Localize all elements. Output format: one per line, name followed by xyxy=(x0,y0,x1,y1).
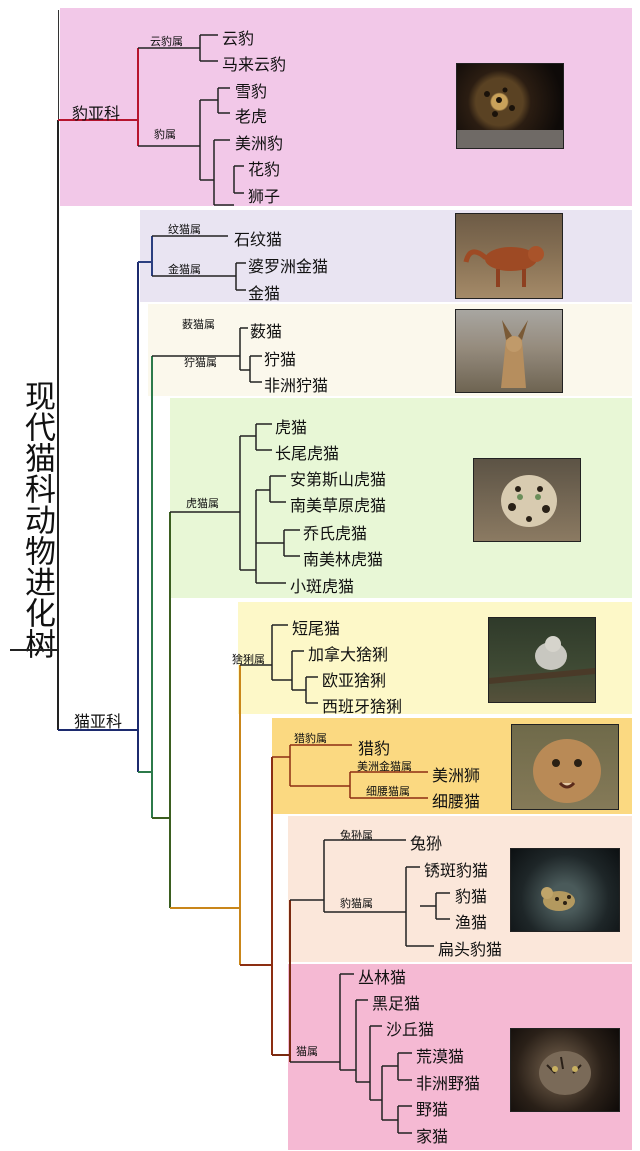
species-label: 虎猫 xyxy=(275,418,308,437)
species-label: 乔氏虎猫 xyxy=(303,524,368,543)
species-label: 非洲狞猫 xyxy=(264,376,329,395)
diagram-title: 现代猫科动物进化树 xyxy=(19,380,55,659)
genus-label: 猞猁属 xyxy=(232,653,265,666)
genus-label: 虎猫属 xyxy=(186,497,219,510)
species-label: 非洲野猫 xyxy=(416,1074,481,1093)
branch-catopuma xyxy=(152,262,246,291)
genus-label: 猫属 xyxy=(296,1045,318,1058)
branch-panthera xyxy=(138,87,244,206)
species-label: 南美林虎猫 xyxy=(303,550,384,569)
species-label: 细腰猫 xyxy=(432,792,481,811)
branch-puma-trunk xyxy=(240,757,273,1055)
species-label: 狞猫 xyxy=(264,350,297,369)
genus-label: 猎豹属 xyxy=(294,732,327,745)
species-label: 家猫 xyxy=(416,1127,449,1146)
species-label: 荒漠猫 xyxy=(416,1047,465,1066)
leopard-photo xyxy=(456,63,564,149)
bay-cat-photo xyxy=(455,213,563,299)
species-label: 美洲豹 xyxy=(235,134,284,153)
species-label: 小斑虎猫 xyxy=(290,577,355,596)
genus-label: 美洲金猫属 xyxy=(357,760,412,773)
species-label: 西班牙猞猁 xyxy=(322,697,403,716)
caracal-photo xyxy=(455,309,563,393)
species-label: 加拿大猞猁 xyxy=(308,645,389,664)
wildcat-photo xyxy=(510,1028,620,1112)
branch-felinae xyxy=(58,262,139,772)
branch-bay-cat-lineage xyxy=(138,236,153,276)
species-label: 猎豹 xyxy=(358,739,391,758)
branch-lynx-trunk xyxy=(170,665,241,965)
species-label: 金猫 xyxy=(248,284,281,303)
ocelot-photo xyxy=(473,458,581,542)
genus-label: 金猫属 xyxy=(168,263,201,276)
species-label: 黑足猫 xyxy=(372,994,421,1013)
species-label: 短尾猫 xyxy=(292,619,341,638)
species-label: 云豹 xyxy=(222,29,255,48)
species-label: 马来云豹 xyxy=(222,55,287,74)
species-label: 沙丘猫 xyxy=(386,1020,435,1039)
genus-label: 豹属 xyxy=(154,128,176,141)
species-label: 丛林猫 xyxy=(358,968,407,987)
branch-puma-lineage xyxy=(272,744,428,799)
genus-label: 豹猫属 xyxy=(340,897,373,910)
genus-label: 细腰猫属 xyxy=(366,785,410,798)
lynx-photo xyxy=(488,617,596,703)
species-label: 野猫 xyxy=(416,1100,449,1119)
branch-remaining xyxy=(138,356,153,818)
branch-cat-trunk xyxy=(272,900,291,1062)
species-label: 老虎 xyxy=(235,107,268,126)
species-label: 花豹 xyxy=(248,160,281,179)
genus-label: 狞猫属 xyxy=(184,356,217,369)
species-label: 雪豹 xyxy=(235,82,268,101)
species-label: 南美草原虎猫 xyxy=(290,496,387,515)
genus-label: 薮猫属 xyxy=(182,318,215,331)
branch-felis xyxy=(290,973,412,1134)
species-label: 婆罗洲金猫 xyxy=(248,257,329,276)
species-label: 安第斯山虎猫 xyxy=(290,470,387,489)
subfamily-label: 豹亚科 xyxy=(72,104,121,123)
species-label: 豹猫 xyxy=(455,887,488,906)
branch-ocelot-trunk xyxy=(152,512,171,908)
species-label: 石纹猫 xyxy=(234,230,283,249)
species-label: 薮猫 xyxy=(250,322,283,341)
species-label: 渔猫 xyxy=(455,913,488,932)
species-label: 锈斑豹猫 xyxy=(424,861,489,880)
branch-pantherinae xyxy=(58,48,139,146)
branch-lynx xyxy=(240,624,318,704)
genus-label: 云豹属 xyxy=(150,35,183,48)
genus-label: 兔狲属 xyxy=(340,829,373,842)
species-label: 美洲狮 xyxy=(432,766,481,785)
puma-photo xyxy=(511,724,619,810)
leopard-cat-photo xyxy=(510,848,620,932)
species-label: 长尾虎猫 xyxy=(275,444,340,463)
species-label: 狮子 xyxy=(248,187,281,206)
branch-caracal-lineage xyxy=(152,327,262,383)
species-label: 兔狲 xyxy=(410,834,443,853)
branch-leopard-cat-lineage xyxy=(290,839,450,947)
subfamily-label: 猫亚科 xyxy=(74,712,123,731)
species-label: 欧亚猞猁 xyxy=(322,671,387,690)
branch-neofelis xyxy=(138,34,218,62)
root-branch xyxy=(10,120,59,730)
genus-label: 纹猫属 xyxy=(168,223,201,236)
branch-leopardus xyxy=(170,423,300,584)
species-label: 扁头豹猫 xyxy=(438,940,503,959)
